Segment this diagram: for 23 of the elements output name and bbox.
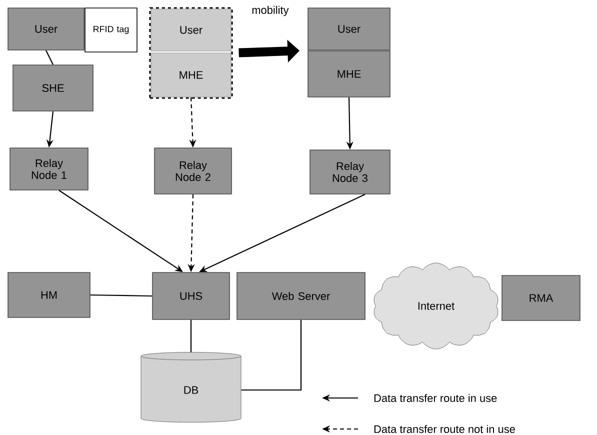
connector-line [241,320,302,391]
process-box: UHS [152,272,230,320]
process-box: RMA [502,275,580,321]
process-box: User [308,8,390,50]
process-box: Web Server [236,272,366,320]
edge-label: mobility [250,4,290,18]
connector-line [90,294,152,297]
process-box: User [8,8,84,50]
process-box: Relay Node 2 [154,148,232,194]
legend-text: Data transfer route not in use [374,424,515,434]
process-box: User [150,8,232,52]
process-box: MHE [308,50,390,98]
connector-line [46,50,54,65]
process-box: HM [8,272,90,318]
process-box: MHE [150,52,232,98]
dashed-group-box [149,7,233,99]
process-box: SHE [12,64,94,112]
database-cylinder: DB [140,352,242,422]
connector-line [190,320,192,352]
process-box: Relay Node 3 [310,150,390,194]
process-box: Relay Node 1 [10,148,88,190]
legend-text: Data transfer route in use [374,394,497,402]
tag-box: RFID tag [84,8,138,52]
